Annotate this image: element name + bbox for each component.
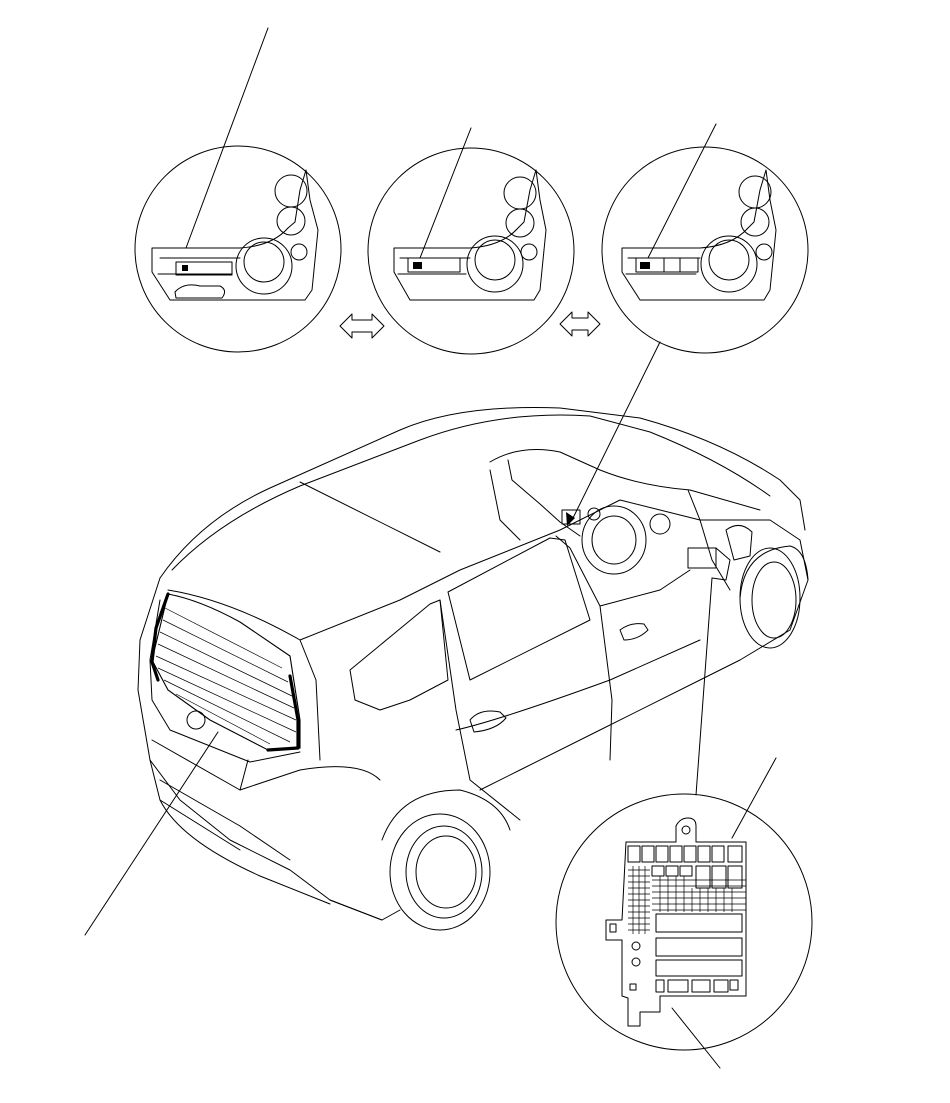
- detail-circle-1: [134, 145, 342, 353]
- vehicle-interior: [489, 449, 761, 591]
- fusebox-connector-2: [655, 937, 743, 957]
- variant-double-arrow-1: [339, 313, 385, 339]
- defogger-bus-bar-right: [266, 674, 300, 752]
- fusebox-relay-row: [627, 845, 743, 889]
- leader-fusebox-top: [731, 757, 777, 839]
- fusebox-location: [687, 547, 717, 569]
- wheel-rear: [381, 789, 511, 931]
- rear-defogger-grid: [155, 607, 297, 745]
- leader-dash-switch-2: [419, 127, 472, 259]
- fusebox-connector-3: [655, 959, 743, 977]
- defogger-bus-bar-left: [150, 592, 170, 682]
- leader-dash-switch-1: [185, 27, 269, 249]
- fusebox-connector-1: [655, 913, 743, 933]
- rear-emblem: [186, 710, 206, 730]
- detail-circle-2: [367, 147, 575, 355]
- side-window-rear: [349, 599, 449, 711]
- gauge-cluster: [649, 513, 671, 535]
- leader-zoom-to-fusebox: [695, 577, 713, 796]
- fusebox-fuse-grid: [628, 866, 746, 934]
- leader-zoom-arrowhead: [566, 512, 575, 526]
- detail-circle-3: [601, 146, 809, 354]
- steering-wheel: [581, 505, 647, 575]
- dashboard-switch-variant-3: [601, 146, 809, 354]
- leader-fusebox-bottom: [671, 1007, 721, 1069]
- door-handle-rear: [469, 710, 507, 733]
- detail-circle-fusebox: [555, 793, 813, 1051]
- side-window-middle: [447, 537, 591, 681]
- leader-rear-defogger: [84, 731, 219, 936]
- dashboard-switch-variant-2: [367, 147, 575, 355]
- vehicle-overview: [137, 406, 809, 931]
- under-dash-fuse-relay-box: [555, 793, 813, 1051]
- leader-zoom-to-dash: [571, 341, 661, 521]
- variant-double-arrow-2: [559, 311, 601, 337]
- vehicle-roof-outline: [159, 406, 806, 579]
- rear-window: [151, 593, 301, 751]
- leader-dash-switch-3: [647, 123, 717, 259]
- leader-lines: [84, 27, 777, 1069]
- fusebox-side-tab: [609, 923, 617, 933]
- vehicle-tailgate: [137, 577, 383, 921]
- vehicle-side-body: [299, 499, 809, 791]
- door-handle-front: [619, 623, 649, 641]
- wheel-front: [739, 545, 809, 649]
- fusebox-outline: [605, 817, 747, 1027]
- dashboard-switch-variant-1: [134, 145, 342, 353]
- dashboard-switch-location: [561, 509, 581, 525]
